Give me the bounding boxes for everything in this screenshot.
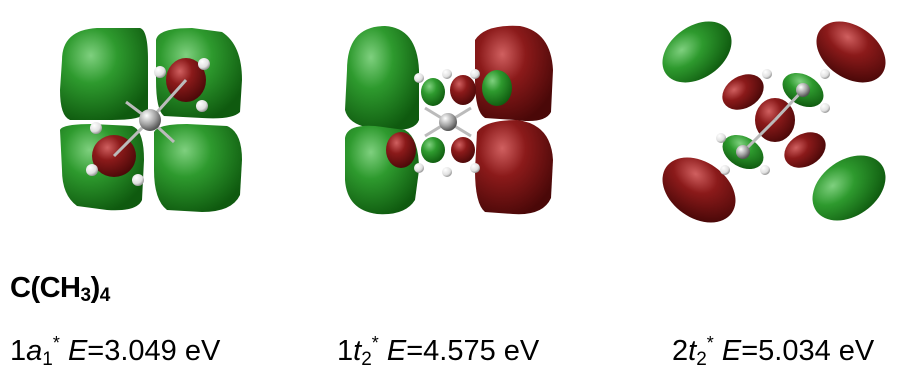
red-lobe	[475, 120, 553, 215]
orbital-2t2-image	[662, 21, 886, 223]
green-lobe	[154, 124, 242, 212]
hydrogen-atom	[470, 69, 480, 79]
label-subscript: 2	[361, 349, 372, 370]
hydrogen-atom	[760, 165, 770, 175]
hydrogen-atom	[90, 122, 102, 134]
hydrogen-atom	[196, 100, 208, 112]
formula-subscript: 3	[80, 285, 92, 306]
red-lobe	[451, 137, 475, 163]
hydrogen-atom	[820, 69, 830, 79]
green-lobe	[421, 137, 445, 163]
red-lobe	[722, 74, 764, 110]
energy-symbol: E	[721, 335, 742, 367]
label-subscript: 1	[42, 349, 53, 370]
hydrogen-atom	[442, 69, 452, 79]
hydrogen-atom	[414, 163, 424, 173]
hydrogen-atom	[132, 174, 144, 186]
label-symbol: a	[26, 335, 43, 367]
energy-value: =4.575 eV	[406, 335, 540, 367]
green-lobe	[482, 70, 512, 106]
label-prefix: 2	[672, 335, 689, 367]
orbital-1a1-image	[60, 28, 242, 212]
label-prefix: 1	[337, 335, 354, 367]
molecule-formula: C(CH3)4	[10, 272, 110, 307]
green-lobe	[60, 28, 148, 120]
hydrogen-atom	[762, 69, 772, 79]
orbital-label-1a1: 1a1* E=3.049 eV	[10, 333, 220, 371]
hydrogen-atom	[414, 73, 424, 83]
hydrogen-atom	[198, 58, 210, 70]
hydrogen-atom	[716, 133, 726, 143]
red-lobe	[386, 132, 416, 168]
label-prefix: 1	[10, 335, 27, 367]
green-lobe	[812, 155, 886, 221]
hydrogen-atom	[720, 165, 730, 175]
label-symbol: t	[688, 335, 697, 367]
formula-main: C(CH	[10, 272, 81, 304]
energy-value: =5.034 eV	[741, 335, 875, 367]
carbon-atom	[736, 145, 750, 159]
energy-symbol: E	[67, 335, 88, 367]
hydrogen-atom	[820, 103, 830, 113]
hydrogen-atom	[470, 163, 480, 173]
label-subscript: 2	[696, 349, 707, 370]
carbon-atom	[796, 83, 810, 97]
bond	[741, 118, 777, 154]
energy-symbol: E	[386, 335, 407, 367]
green-lobe	[421, 78, 445, 106]
red-lobe	[816, 21, 886, 83]
red-lobe	[662, 157, 736, 223]
carbon-atom	[439, 113, 457, 131]
energy-value: =3.049 eV	[87, 335, 221, 367]
label-superscript: *	[52, 333, 60, 353]
formula-close: )	[90, 272, 101, 304]
carbon-atom	[139, 109, 161, 131]
orbital-1t2-image	[345, 25, 553, 215]
hydrogen-atom	[86, 164, 98, 176]
hydrogen-atom	[154, 66, 166, 78]
green-lobe	[662, 21, 732, 83]
hydrogen-atom	[442, 167, 452, 177]
red-lobe	[450, 75, 476, 105]
label-superscript: *	[371, 333, 379, 353]
green-lobe	[345, 26, 419, 131]
formula-count: 4	[99, 285, 111, 306]
orbital-label-2t2: 2t2* E=5.034 eV	[672, 333, 874, 371]
label-symbol: t	[353, 335, 362, 367]
orbital-label-1t2: 1t2* E=4.575 eV	[337, 333, 539, 371]
label-superscript: *	[706, 333, 714, 353]
red-lobe	[475, 25, 553, 121]
red-lobe	[784, 132, 826, 168]
